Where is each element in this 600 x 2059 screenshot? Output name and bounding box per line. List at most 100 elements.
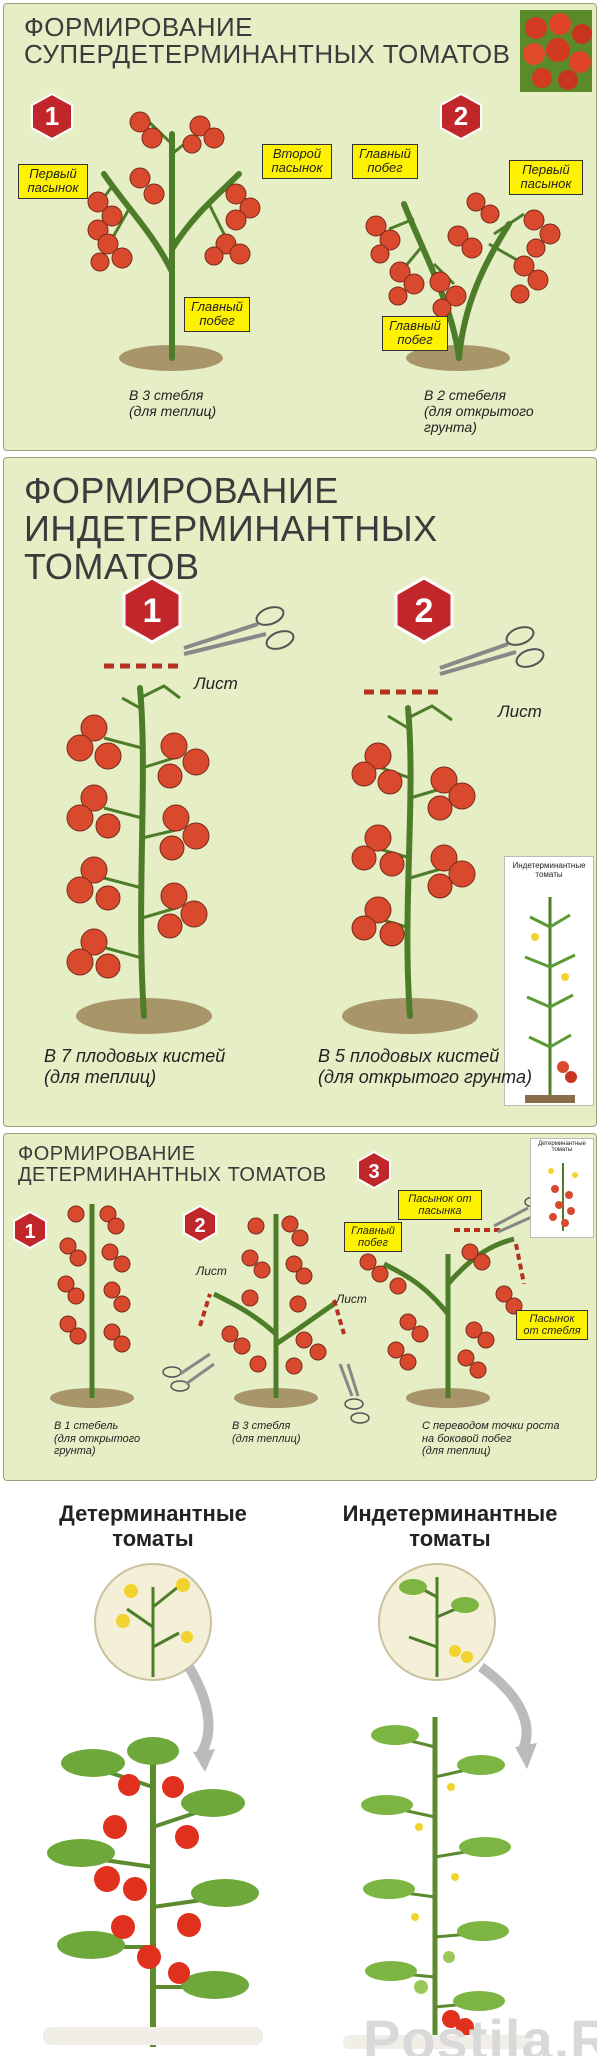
panel-title: ФОРМИРОВАНИЕ ДЕТЕРМИНАНТНЫХ ТОМАТОВ xyxy=(18,1144,327,1186)
panel-title: ФОРМИРОВАНИЕ СУПЕРДЕТЕРМИНАНТНЫХ ТОМАТОВ xyxy=(24,12,511,70)
caption-2-line-1: В 5 плодовых кистей xyxy=(318,1046,500,1066)
caption-3-line-1: С переводом точки роста xyxy=(422,1420,560,1432)
leaf-label-2: Лист xyxy=(336,1292,367,1306)
hexagon-badge-icon xyxy=(357,1150,391,1190)
caption-2-line-2: (для открытого грунта) xyxy=(318,1066,532,1087)
caption-1: В 7 плодовых кистей (для теплиц) xyxy=(44,1046,225,1087)
panel4-illustration xyxy=(43,1563,537,2049)
hexagon-badge-icon xyxy=(122,576,182,644)
caption-3: С переводом точки роста на боковой побег… xyxy=(422,1420,559,1458)
panel2-illustration: 1 2 xyxy=(66,576,545,1034)
hexagon-badge-icon xyxy=(183,1204,217,1244)
plant-2-tomatoes xyxy=(351,742,476,947)
badge-2-text: 2 xyxy=(415,592,434,630)
watermark: Postila.Ru xyxy=(363,2008,597,2056)
plant-1-stems xyxy=(101,131,242,361)
badge-2-text: 2 xyxy=(194,1215,205,1237)
plant-1-leaves xyxy=(103,684,181,960)
panel-superdeterminate: ФОРМИРОВАНИЕ СУПЕРДЕТЕРМИНАНТНЫХ ТОМАТОВ… xyxy=(3,3,597,451)
indeterminate-zoom-circle xyxy=(378,1563,537,1769)
caption-1-line-1: В 3 стебля xyxy=(129,387,204,403)
right-title-line-1: Индетерминантные xyxy=(342,1501,558,1526)
thumb-title: Детерминантные томаты xyxy=(538,1141,586,1153)
plant-3-stems xyxy=(382,1236,515,1398)
caption-2-line-2: (для теплиц) xyxy=(232,1432,301,1445)
caption-2-line-3: грунта) xyxy=(424,419,477,436)
plant-1-tomatoes xyxy=(87,111,261,272)
badge-1-text: 1 xyxy=(143,592,162,630)
plant-1-tomatoes xyxy=(57,1205,131,1353)
scissors-icon xyxy=(183,606,295,656)
indeterminate-plant xyxy=(343,1717,533,2049)
scissors-icon xyxy=(338,1363,370,1424)
plant-2-tomatoes xyxy=(221,1215,327,1375)
badge-1-text: 1 xyxy=(24,1221,35,1243)
caption-1-line-1: В 7 плодовых кистей xyxy=(44,1046,226,1066)
panel-determinate: ФОРМИРОВАНИЕ ДЕТЕРМИНАНТНЫХ ТОМАТОВ 1 2 … xyxy=(3,1133,597,1481)
caption-1-line-2: (для теплиц) xyxy=(129,403,217,420)
badge-2-text: 2 xyxy=(454,101,468,131)
callout-first-side-shoot: Первый пасынок xyxy=(18,164,88,199)
leaf-label-1: Лист xyxy=(194,674,238,693)
caption-3-line-2: на боковой побег xyxy=(422,1432,512,1445)
determinate-zoom-circle xyxy=(94,1563,215,1772)
hexagon-badge-icon xyxy=(31,92,73,141)
right-title-line-2: томаты xyxy=(409,1526,491,1552)
panel-indeterminate: ФОРМИРОВАНИЕ ИНДЕТЕРМИНАНТНЫХ ТОМАТОВ 1 … xyxy=(3,457,597,1127)
caption-2: В 5 плодовых кистей (для открытого грунт… xyxy=(318,1046,532,1087)
caption-1: В 1 стебель (для открытого грунта) xyxy=(54,1420,140,1458)
left-title-line-1: Детерминантные xyxy=(59,1501,247,1526)
panel-title: ФОРМИРОВАНИЕ ИНДЕТЕРМИНАНТНЫХ ТОМАТОВ xyxy=(24,472,596,585)
plant-2-tomatoes xyxy=(365,192,561,318)
thumb-title: Индетерминантные томаты xyxy=(512,861,586,879)
right-title: Индетерминантные томаты xyxy=(315,1501,585,1552)
thumbnail-plant-icon xyxy=(548,1163,578,1231)
caption-2-line-2: (для открытого xyxy=(424,403,534,420)
title-line-2: ИНДЕТЕРМИНАНТНЫХ ТОМАТОВ xyxy=(24,507,438,587)
callout-main-shoot-1: Главный побег xyxy=(184,297,250,332)
plant-3-tomatoes xyxy=(359,1243,523,1379)
caption-1-line-2: (для теплиц) xyxy=(44,1066,157,1087)
panel-comparison: Детерминантные томаты Индетерминантные т… xyxy=(3,1487,597,2056)
scissors-icon xyxy=(439,626,545,676)
caption-2: В 3 стебля (для теплиц) xyxy=(232,1420,301,1445)
hexagon-badge-icon xyxy=(13,1210,47,1250)
determinate-plant xyxy=(43,1737,263,2047)
cut-line xyxy=(198,1293,212,1327)
callout-side-from-side: Пасынок от пасынка xyxy=(398,1190,482,1221)
badge-1-text: 1 xyxy=(45,101,59,131)
cut-line xyxy=(514,1243,526,1285)
indeterminate-thumbnail: Индетерминантные томаты xyxy=(504,856,594,1106)
title-line-2: СУПЕРДЕТЕРМИНАНТНЫХ ТОМАТОВ xyxy=(24,39,511,70)
badge-3-text: 3 xyxy=(368,1161,379,1183)
caption-1-line-1: В 1 стебель xyxy=(54,1420,119,1432)
hexagon-badge-icon xyxy=(440,92,482,141)
plant-2-stem xyxy=(404,705,414,1019)
left-title-line-2: томаты xyxy=(112,1526,194,1552)
plant-1-stem xyxy=(137,685,147,1019)
leaf-label-2: Лист xyxy=(498,702,542,721)
plant-2-stems xyxy=(212,1214,336,1398)
caption-2-line-1: В 3 стебля xyxy=(232,1420,291,1432)
title-line-2: ДЕТЕРМИНАНТНЫХ ТОМАТОВ xyxy=(18,1164,327,1186)
determinate-thumbnail: Детерминантные томаты xyxy=(530,1138,594,1238)
leaf-label-1: Лист xyxy=(196,1264,227,1278)
caption-1: В 3 стебля (для теплиц) xyxy=(129,387,216,419)
caption-1-line-3: грунта) xyxy=(54,1445,96,1458)
callout-first-side-shoot-2: Первый пасынок xyxy=(509,160,583,195)
plant-1-tomatoes xyxy=(66,714,210,979)
scissors-icon xyxy=(162,1352,215,1392)
title-line-1: ФОРМИРОВАНИЕ xyxy=(24,470,339,511)
caption-3-line-3: (для теплиц) xyxy=(422,1445,491,1458)
callout-main-shoot-2: Главный побег xyxy=(382,316,448,351)
callout-second-side-shoot: Второй пасынок xyxy=(262,144,332,179)
thumbnail-plant-icon xyxy=(524,897,577,1103)
caption-2-line-1: В 2 стебеля xyxy=(424,387,506,403)
callout-main-shoot-top-2: Главный побег xyxy=(352,144,418,179)
callout-side-from-stem: Пасынок от стебля xyxy=(516,1310,588,1341)
left-title: Детерминантные томаты xyxy=(33,1501,273,1552)
title-line-1: ФОРМИРОВАНИЕ xyxy=(18,1143,196,1165)
caption-1-line-2: (для открытого xyxy=(54,1432,141,1445)
callout-main-shoot: Главный побег xyxy=(344,1222,402,1253)
title-line-1: ФОРМИРОВАНИЕ xyxy=(24,12,254,42)
